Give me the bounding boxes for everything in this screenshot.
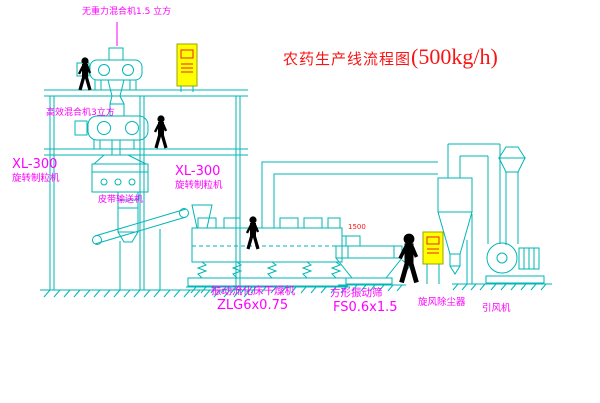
label-granulator-right-model: XL-300 <box>175 164 221 179</box>
vibrating-sieve-drawing <box>334 235 411 292</box>
belt-conveyor-drawing <box>92 208 189 290</box>
worker-figure-mid <box>155 115 166 148</box>
label-cyclone: 旋风除尘器 <box>418 297 466 308</box>
label-granulator-left-name: 旋转制粒机 <box>12 173 60 184</box>
fluid-bed-dryer-drawing <box>186 204 350 294</box>
title-text: 农药生产线流程图 <box>283 52 412 68</box>
control-cabinet-top <box>176 43 198 92</box>
label-dryer-model: ZLG6x0.75 <box>217 298 289 313</box>
label-fan: 引风机 <box>482 303 511 314</box>
induced-draft-fan-drawing <box>484 242 552 291</box>
title-capacity: (500kg/h) <box>411 44 498 69</box>
granulator-drawing <box>91 140 149 243</box>
label-sieve-dimension: 1500 <box>348 223 366 231</box>
mid-mixer-drawing <box>74 79 149 149</box>
label-granulator-right-name: 旋转制粒机 <box>175 180 223 191</box>
label-mid-mixer: 高效混合机3立方 <box>46 108 115 118</box>
cyclone-drawing <box>437 143 501 291</box>
label-granulator-left-model: XL-300 <box>12 157 58 172</box>
platform-structure <box>40 89 258 291</box>
control-cabinet-right <box>422 231 444 284</box>
worker-figure-dryer <box>247 216 258 249</box>
exhaust-stack-drawing <box>498 146 526 245</box>
label-belt-conveyor: 皮带输送机 <box>98 195 144 205</box>
label-top-mixer: 无重力混合机1.5 立方 <box>82 7 172 17</box>
exhaust-duct-drawing <box>261 161 438 228</box>
ground-hatch <box>43 289 251 298</box>
worker-figure-top <box>79 57 90 90</box>
diagram-title: 农药生产线流程图(500kg/h) <box>283 44 498 70</box>
label-sieve-name: 方形振动筛 <box>330 287 383 299</box>
label-dryer-name: 振动流化床干燥机 <box>211 285 295 297</box>
label-sieve-model: FS0.6x1.5 <box>333 300 398 315</box>
